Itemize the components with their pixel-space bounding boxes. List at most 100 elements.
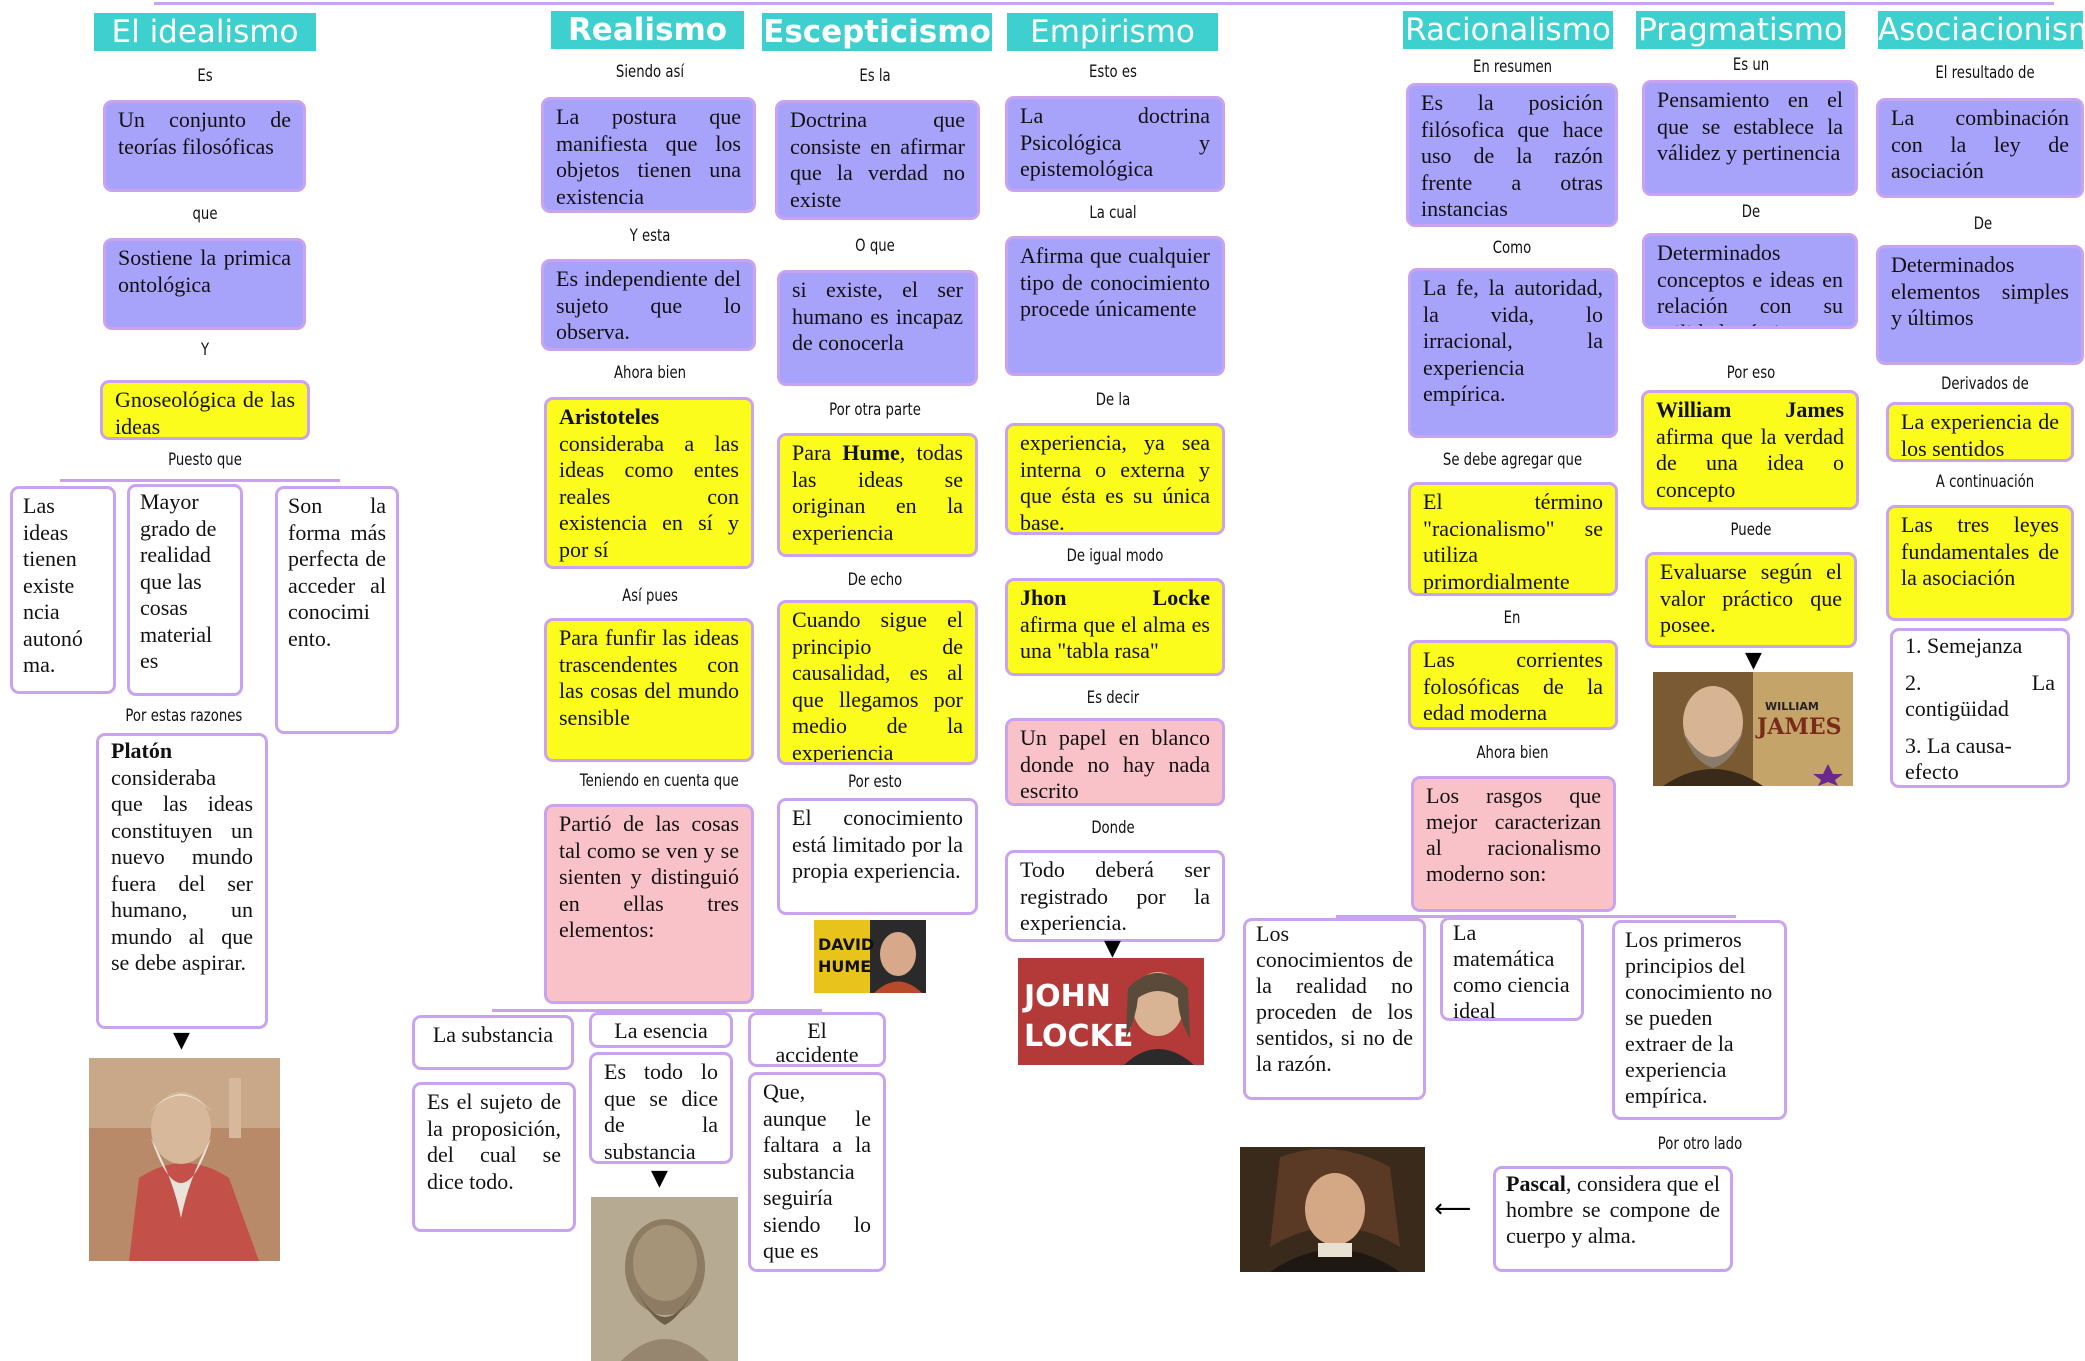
plato-portrait [89,1058,280,1261]
hume-name: Hume [842,440,900,465]
link-label: Esto es [1089,62,1137,82]
link-label: Como [1492,238,1532,258]
top-connector-line [154,2,2054,5]
link-label: Derivados de [1941,374,2029,394]
link-label: Por otro lado [1657,1134,1743,1154]
link-label: De la [1095,390,1131,410]
plato-text: consideraba que las ideas constituyen un… [111,764,253,976]
racionalismo-definition: Es la posición filósofica que hace uso d… [1406,83,1618,227]
idealismo-plato: Platón consideraba que las ideas constit… [96,733,268,1029]
idealismo-point-1: Las ideas tienen existe ncia autonó ma. [10,486,116,694]
down-arrow-icon: ▼ [651,1166,668,1191]
header-idealismo: El idealismo [94,13,316,51]
link-label: Es decir [1086,688,1140,708]
hume-text: , todas las ideas se originan en la expe… [792,440,963,545]
empirismo-experience: experiencia, ya sea interna o externa y … [1005,423,1225,535]
pascal-name: Pascal [1506,1171,1566,1196]
escepticismo-incapacity: si existe, el ser humano es incapaz de c… [777,270,978,386]
header-asociacionismo: Asociacionismo [1878,11,2085,49]
down-arrow-icon: ▼ [1104,936,1121,961]
link-label: Por eso [1726,363,1776,383]
aristoteles-text: consideraba a las ideas como entes reale… [559,430,739,562]
link-label: Ahora bien [1476,743,1549,763]
realismo-fusion: Para funfir las ideas trascendentes con … [544,618,754,762]
link-label: que [192,204,218,224]
link-label: Teniendo en cuenta que [579,771,739,791]
asociacionismo-elements: Determinados elementos simples y últimos [1876,245,2084,365]
racionalismo-instances: La fe, la autoridad, la vida, lo irracio… [1408,268,1618,438]
link-label: En resumen [1472,57,1553,77]
link-label: O que [855,236,895,256]
link-label: De [1741,202,1761,222]
escepticismo-definition: Doctrina que consiste en afirmar que la … [775,100,980,220]
link-label: Y esta [629,226,671,246]
header-pragmatismo: Pragmatismo [1636,11,1845,49]
link-label: Puede [1730,520,1772,540]
link-label: Es un [1732,55,1770,75]
pragmatismo-concepts: Determinados conceptos e ideas en relaci… [1642,233,1858,329]
link-label: De echo [847,570,903,590]
link-label: Por esto [848,772,902,792]
locke-name: Jhon Locke [1020,585,1210,610]
hume-portrait: DAVID HUME [814,920,926,993]
asociacionismo-laws-list: 1. Semejanza 2. La contigüidad 3. La cau… [1890,628,2070,788]
svg-text:LOCKE: LOCKE [1024,1019,1133,1054]
law-item: 3. La causa-efecto [1905,732,2012,785]
realismo-substance-desc: Es el sujeto de la proposición, del cual… [412,1082,576,1232]
link-label: Por estas razones [125,706,243,726]
header-empirismo: Empirismo [1007,13,1218,51]
realismo-substance-title: La substancia [412,1015,574,1070]
link-label: Ahora bien [613,363,687,383]
realismo-essence-title: La esencia [589,1012,733,1048]
link-label: Se debe agregar que [1442,450,1583,470]
idealismo-definition: Un conjunto de teorías filosóficas [103,100,306,192]
header-racionalismo: Racionalismo [1403,11,1613,49]
pascal-text: , considera que el hombre se compone de … [1506,1171,1720,1248]
pascal-portrait [1240,1147,1425,1272]
idealismo-point-3: Son la forma más perfecta de acceder al … [275,486,399,734]
link-label: A continuación [1935,472,2035,492]
realismo-aristoteles: Aristoteles consideraba a las ideas como… [544,397,754,569]
escepticismo-causality: Cuando sigue el principio de causalidad,… [777,600,978,765]
realismo-independence: Es independiente del sujeto que lo obser… [541,259,756,351]
empirismo-registered: Todo deberá ser registrado por la experi… [1005,850,1225,942]
locke-text: afirma que el alma es una "tabla rasa" [1020,611,1210,664]
down-arrow-icon: ▼ [173,1028,190,1053]
link-label: De igual modo [1066,546,1164,566]
header-realismo: Realismo [551,11,744,49]
header-escepticismo: Escepticismo [762,13,992,51]
link-label: Así pues [622,586,678,606]
realismo-essence-desc: Es todo lo que se dice de la substancia [589,1052,733,1164]
pragmatismo-william-james: William James afirma que la verdad de un… [1641,390,1859,510]
link-label: Por otra parte [829,400,921,420]
empirismo-definition: La doctrina Psicológica y epistemológica [1005,96,1225,192]
aristoteles-portrait [591,1197,738,1361]
pragmatismo-evaluation: Evaluarse según el valor práctico que po… [1645,552,1857,648]
link-label: La cual [1089,203,1137,223]
hume-image-text: DAVID [818,935,874,954]
racionalismo-trait-1: Los conocimientos de la realidad no proc… [1243,918,1426,1100]
link-label: De [1973,214,1993,234]
william-james-portrait: WILLIAM JAMES [1653,672,1853,786]
escepticismo-limitation: El conocimiento está limitado por la pro… [777,798,978,915]
law-item: 1. Semejanza [1905,633,2023,658]
realismo-elements: Partió de las cosas tal como se ven y se… [544,804,754,1004]
locke-portrait: JOHN LOCKE [1018,958,1204,1065]
link-label: Puesto que [168,450,242,470]
realismo-definition: La postura que manifiesta que los objeto… [541,97,756,213]
branch-line [1336,915,1736,918]
realismo-accident-desc: Que, aunque le faltara a la substancia s… [748,1072,886,1272]
branch-line [492,1009,822,1012]
empirismo-blank-paper: Un papel en blanco donde no hay nada esc… [1005,718,1225,806]
link-label: Y [200,340,210,360]
link-label: Es la [859,66,891,86]
locke-image-text: JOHN [1022,979,1111,1014]
idealismo-gnoseological: Gnoseológica de las ideas [100,380,310,440]
law-item: 2. La contigüidad [1905,669,2055,722]
svg-text:HUME: HUME [818,957,871,976]
pragmatismo-definition: Pensamiento en el que se establece la vá… [1642,80,1858,196]
asociacionismo-laws: Las tres leyes fundamentales de la asoci… [1886,505,2074,621]
plato-name: Platón [111,738,173,763]
racionalismo-traits: Los rasgos que mejor caracterizan al rac… [1411,776,1616,912]
